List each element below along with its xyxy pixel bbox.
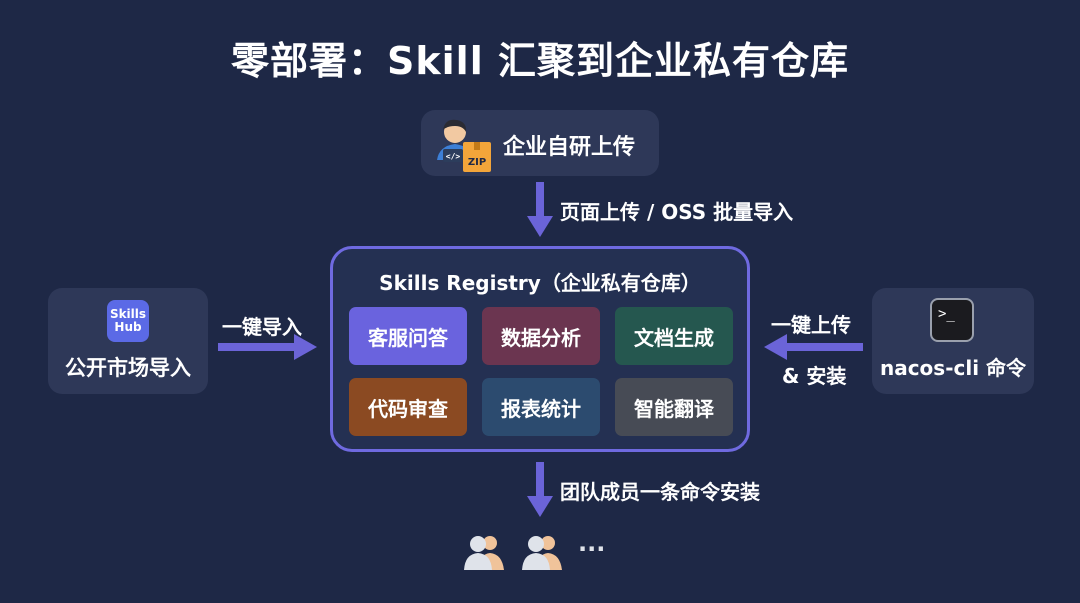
top-arrow-label: 页面上传 / OSS 批量导入 — [560, 200, 794, 224]
right-left-arrow — [764, 334, 863, 360]
right-arrow-label-2: & 安装 — [782, 364, 847, 388]
team-member-icon — [464, 536, 504, 570]
left-right-arrow — [218, 334, 317, 360]
nacos-cli-label: nacos-cli 命令 — [879, 356, 1027, 380]
public-market-box: Skills Hub 公开市场导入 — [48, 288, 208, 394]
skill-tile-doc-generation[interactable]: 文档生成 — [615, 307, 733, 365]
terminal-icon: >_ — [930, 298, 974, 342]
top-down-arrow — [527, 182, 553, 237]
bottom-down-arrow — [527, 462, 553, 517]
skill-tile-customer-qa[interactable]: 客服问答 — [349, 307, 467, 365]
public-market-label: 公开市场导入 — [65, 356, 191, 380]
bottom-arrow-label: 团队成员一条命令安装 — [560, 480, 760, 504]
registry-title: Skills Registry（企业私有仓库） — [379, 271, 701, 295]
svg-text:</>: </> — [446, 152, 461, 161]
enterprise-upload-label: 企业自研上传 — [503, 135, 636, 160]
skill-tile-translation[interactable]: 智能翻译 — [615, 378, 733, 436]
more-members-ellipsis: ··· — [578, 535, 606, 563]
left-arrow-label: 一键导入 — [222, 315, 302, 339]
skill-tile-code-review[interactable]: 代码审查 — [349, 378, 467, 436]
enterprise-upload-box: </> ZIP 企业自研上传 — [421, 110, 659, 176]
developer-zip-icon: </> ZIP — [437, 119, 491, 172]
svg-text:ZIP: ZIP — [468, 157, 486, 168]
right-arrow-label-1: 一键上传 — [771, 313, 851, 337]
page-title: 零部署：Skill 汇聚到企业私有仓库 — [231, 39, 849, 83]
skill-tile-report-stats[interactable]: 报表统计 — [482, 378, 600, 436]
skill-tile-data-analysis[interactable]: 数据分析 — [482, 307, 600, 365]
skills-registry: Skills Registry（企业私有仓库） 客服问答 数据分析 文档生成 代… — [330, 246, 750, 452]
nacos-cli-box: >_ nacos-cli 命令 — [872, 288, 1034, 394]
team-member-icon — [522, 536, 562, 570]
skills-hub-icon: Skills Hub — [107, 300, 149, 342]
